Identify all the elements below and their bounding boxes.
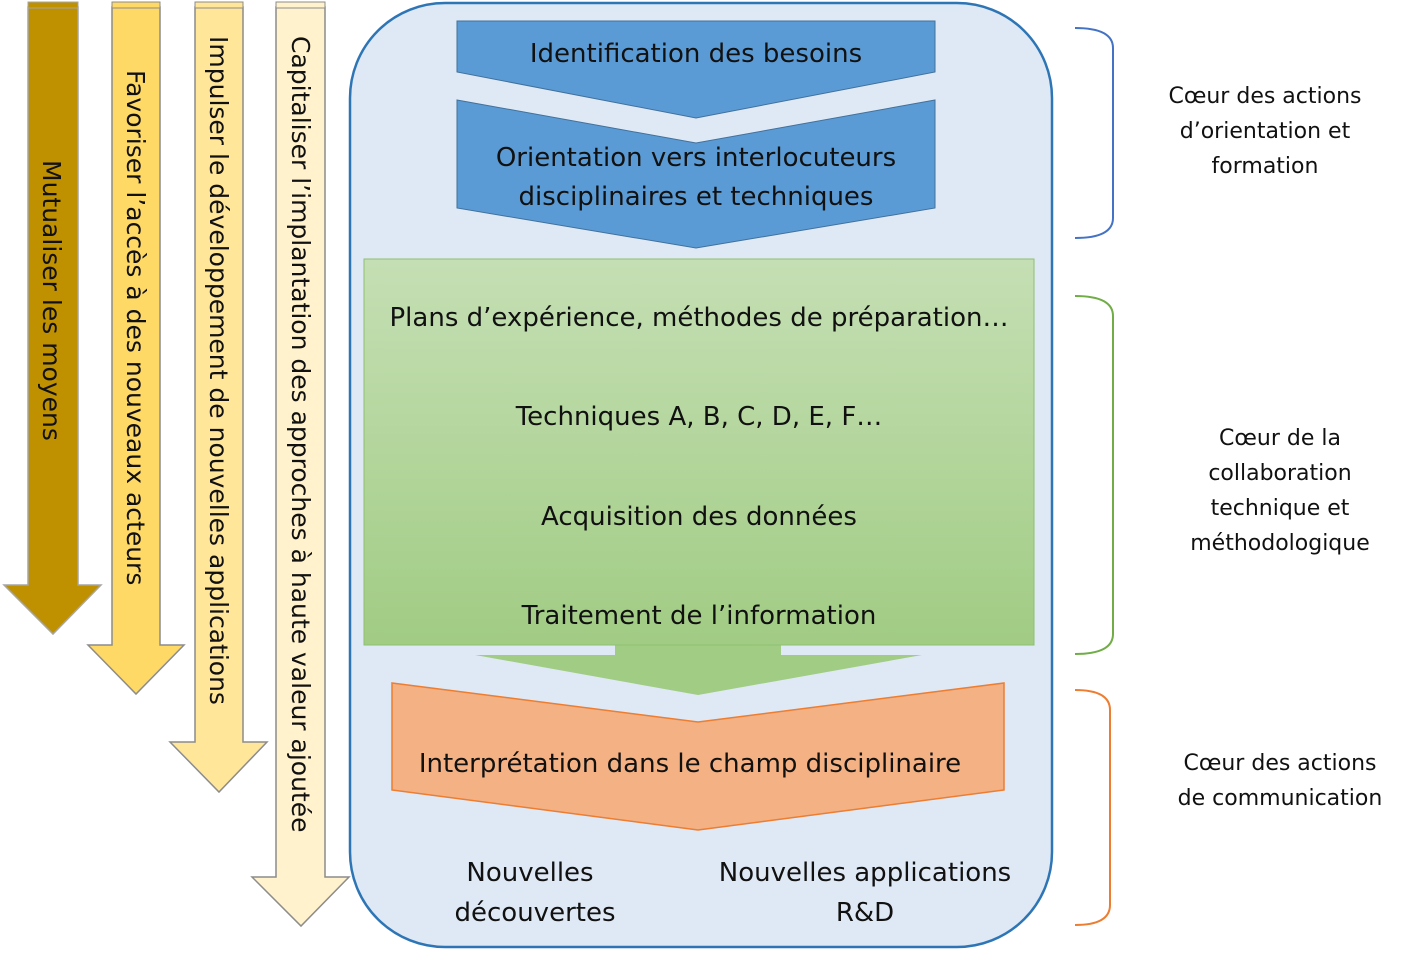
step-orientation-line1: Orientation vers interlocuteurs — [495, 143, 897, 173]
step-identification: Identification des besoins — [529, 39, 863, 69]
side-collaboration-line: technique et — [1210, 496, 1350, 521]
chevron-identification — [456, 20, 936, 119]
green-arrow-head — [475, 645, 922, 695]
side-orientation-line: Cœur des actions — [1168, 84, 1362, 109]
step-interpretation: Interprétation dans le champ disciplinai… — [418, 749, 962, 779]
side-label-communication: Cœur des actions de communication — [1150, 746, 1410, 816]
chevron-interpretation — [391, 682, 1005, 831]
step-orientation-line2: disciplinaires et techniques — [518, 182, 874, 212]
green-item-acquisition: Acquisition des données — [541, 502, 857, 532]
output-decouvertes-line2: découvertes — [454, 898, 616, 928]
output-applications-line1: Nouvelles applications — [718, 858, 1012, 888]
arrow-mutualiser — [2, 6, 103, 636]
green-item-techniques: Techniques A, B, C, D, E, F… — [515, 402, 883, 432]
output-decouvertes-line1: Nouvelles — [466, 858, 594, 888]
chevron-orientation — [456, 99, 936, 249]
bracket-communication — [1074, 689, 1111, 926]
green-item-plans: Plans d’expérience, méthodes de préparat… — [389, 303, 1009, 333]
arrow-label-capitaliser: Capitaliser l’implantation des approches… — [286, 36, 315, 833]
collaboration-box — [363, 258, 1035, 646]
arrow-capitaliser — [250, 6, 351, 928]
green-item-traitement: Traitement de l’information — [521, 601, 877, 631]
arrow-impulser — [168, 6, 269, 794]
side-collaboration-line: collaboration — [1208, 461, 1352, 486]
bracket-collaboration — [1074, 295, 1114, 655]
arrow-label-mutualiser: Mutualiser les moyens — [37, 160, 66, 441]
arrow-label-impulser: Impulser le développement de nouvelles a… — [204, 36, 233, 705]
bracket-orientation — [1074, 27, 1114, 239]
side-orientation-line: formation — [1211, 154, 1319, 179]
side-communication-line: Cœur des actions — [1183, 751, 1377, 776]
arrow-label-favoriser: Favoriser l’accès à des nouveaux acteurs — [121, 70, 150, 586]
side-label-collaboration: Cœur de la collaboration technique et mé… — [1150, 421, 1410, 561]
side-collaboration-line: méthodologique — [1190, 531, 1370, 556]
side-label-orientation: Cœur des actions d’orientation et format… — [1140, 79, 1390, 184]
side-communication-line: de communication — [1177, 786, 1383, 811]
arrow-favoriser — [86, 6, 186, 696]
side-orientation-line: d’orientation et — [1179, 119, 1351, 144]
side-collaboration-line: Cœur de la — [1219, 426, 1341, 451]
output-applications-line2: R&D — [835, 898, 895, 928]
